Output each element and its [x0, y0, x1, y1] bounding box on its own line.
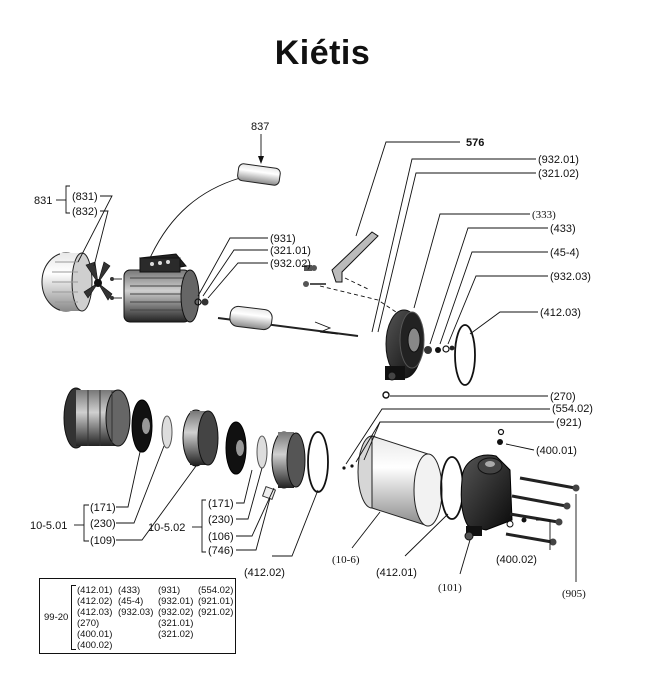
kit-item: (412.02) [77, 596, 113, 607]
pump-casing-part [460, 454, 527, 541]
label-931: (931) [270, 233, 296, 245]
shaft-end-parts [424, 345, 455, 354]
label-905: (905) [562, 588, 586, 600]
label-10-6: (10-6) [332, 554, 360, 566]
label-932-02: (932.02) [270, 258, 311, 270]
label-932-01: (932.01) [538, 154, 579, 166]
kit-item: (932.02) [158, 607, 194, 618]
kit-bracket [71, 585, 76, 650]
kit-item: (412.03) [77, 607, 113, 618]
kit-item: (932.01) [158, 596, 194, 607]
label-554-02: (554.02) [552, 403, 593, 415]
cable [149, 177, 241, 259]
label-321-02: (321.02) [538, 168, 579, 180]
kit-item: (45-4) [118, 596, 144, 607]
label-921: (921) [556, 417, 582, 429]
label-g2-230: (230) [208, 514, 234, 526]
rotor-part [217, 305, 359, 337]
label-321-01: (321.01) [270, 245, 311, 257]
kit-column-2: (433) (45-4) (932.03) [118, 585, 153, 618]
o-ring-412-01 [440, 456, 464, 520]
kit-column-1: (412.01) (412.02) (412.03) (270) (400.01… [77, 585, 112, 651]
label-g1-171: (171) [90, 502, 116, 514]
label-837: 837 [251, 121, 269, 133]
sleeve-part [357, 435, 443, 527]
label-412-02: (412.02) [244, 567, 285, 579]
o-ring-412-03 [454, 324, 476, 386]
kit-item: (932.03) [118, 607, 154, 618]
fan-screws [110, 277, 122, 300]
stage-2-parts [182, 409, 306, 501]
label-832: (832) [72, 206, 98, 218]
stage-1-parts [63, 387, 173, 453]
label-831: 831 [34, 195, 52, 207]
leader-lines [56, 134, 577, 582]
bracket-part [303, 231, 406, 319]
repair-kit-box: 99-20 (412.01) (412.02) (412.03) (270) (… [39, 578, 236, 654]
label-g2-746: (746) [208, 545, 234, 557]
label-932-03: (932.03) [550, 271, 591, 283]
kit-item: (400.01) [77, 629, 113, 640]
kit-item: (931) [158, 585, 181, 596]
tie-bolts-part [505, 476, 580, 546]
kit-item: (321.01) [158, 618, 194, 629]
label-group-10-5-01: 10-5.01 [30, 520, 67, 532]
label-333: (333) [532, 209, 556, 221]
label-831-fan-cover: (831) [72, 191, 98, 203]
part-270 [382, 391, 390, 399]
label-g2-171: (171) [208, 498, 234, 510]
motor-body-part [123, 253, 200, 323]
cable-sleeve-part [237, 163, 281, 186]
fan-cover-part [41, 252, 93, 312]
label-g1-230: (230) [90, 518, 116, 530]
kit-item: (554.02) [198, 585, 234, 596]
label-g1-109: (109) [90, 535, 116, 547]
o-ring-412-02 [307, 431, 329, 493]
kit-item: (321.02) [158, 629, 194, 640]
bearing-washer-parts [194, 298, 209, 306]
label-400-01: (400.01) [536, 445, 577, 457]
label-group-10-5-02: 10-5.02 [148, 522, 185, 534]
label-576: 576 [466, 137, 484, 149]
label-412-03: (412.03) [540, 307, 581, 319]
plug-parts [497, 428, 505, 445]
kit-id: 99-20 [44, 612, 69, 623]
label-433: (433) [550, 223, 576, 235]
label-270: (270) [550, 391, 576, 403]
kit-item: (921.02) [198, 607, 234, 618]
label-g2-106: (106) [208, 531, 234, 543]
label-412-01: (412.01) [376, 567, 417, 579]
kit-item: (270) [77, 618, 100, 629]
kit-item: (412.01) [77, 585, 113, 596]
kit-item: (433) [118, 585, 141, 596]
label-45-4: (45-4) [550, 247, 579, 259]
kit-item: (400.02) [77, 640, 113, 651]
kit-column-4: (554.02) (921.01) (921.02) [198, 585, 233, 618]
label-400-02: (400.02) [496, 554, 537, 566]
page-title: Kiétis [274, 34, 371, 72]
label-101: (101) [438, 582, 462, 594]
motor-flange-part [385, 309, 425, 381]
kit-column-3: (931) (932.01) (932.02) (321.01) (321.02… [158, 585, 193, 640]
kit-item: (921.01) [198, 596, 234, 607]
fan-part [83, 261, 113, 301]
